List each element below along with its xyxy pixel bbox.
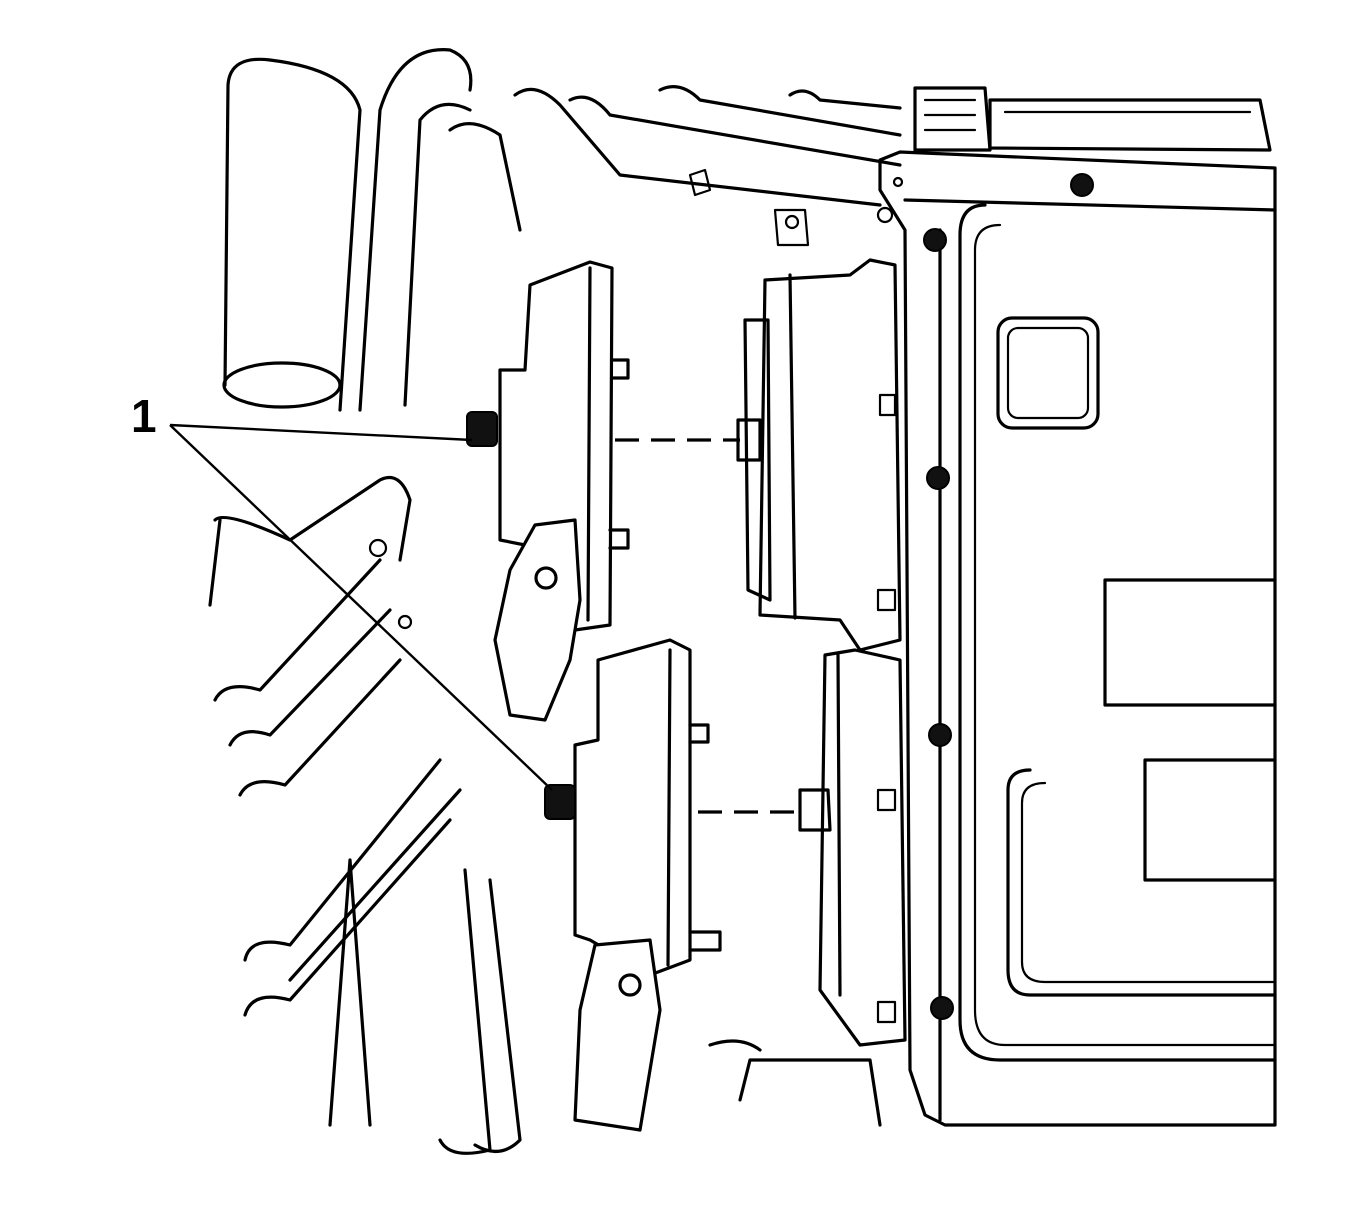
callout-leaders: [169, 423, 553, 791]
wiring-harness: [208, 48, 902, 1155]
module-lower-mounted: [798, 648, 907, 1047]
housing-frame: [878, 86, 1277, 1127]
connectors: [493, 518, 662, 1132]
module-lower-removed: [544, 638, 722, 977]
module-upper-mounted: [736, 258, 902, 652]
callout-label-1: 1: [131, 390, 157, 442]
alignment-lines: [615, 438, 800, 814]
